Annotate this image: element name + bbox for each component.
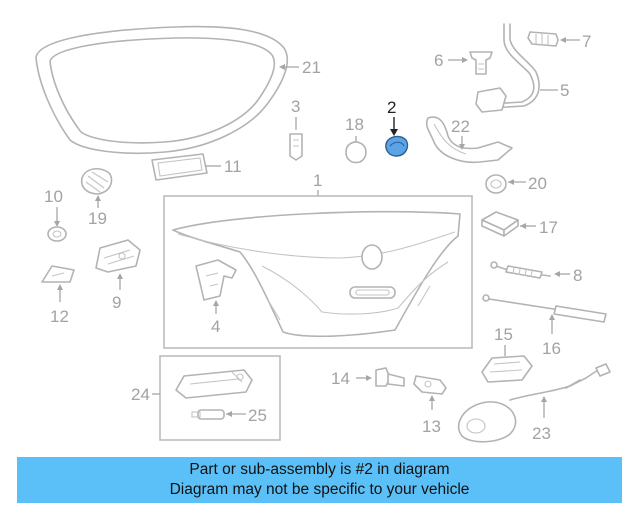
callout-12[interactable]: 12: [50, 307, 69, 326]
part-5-torsion-bar[interactable]: [475, 23, 540, 113]
callout-22[interactable]: 22: [451, 117, 470, 136]
part-16-lift-support[interactable]: [482, 294, 607, 323]
arrow-8: [554, 271, 560, 277]
part-1-frame: [163, 195, 473, 349]
part-24-handle[interactable]: [175, 369, 253, 399]
arrow-25: [226, 411, 232, 417]
arrow-21: [279, 64, 285, 70]
arrow-7: [560, 37, 566, 43]
callout-9[interactable]: 9: [112, 293, 121, 312]
arrow-6: [462, 57, 468, 63]
callout-5[interactable]: 5: [560, 81, 569, 100]
callout-3[interactable]: 3: [291, 97, 300, 116]
callout-19[interactable]: 19: [88, 209, 107, 228]
arrow-14: [366, 375, 372, 381]
part-12-bracket[interactable]: [41, 265, 75, 283]
part-21-weatherstrip[interactable]: [35, 25, 288, 155]
info-banner: Part or sub-assembly is #2 in diagram Di…: [17, 457, 622, 503]
arrow-16: [549, 314, 555, 320]
part-3-clip[interactable]: [289, 133, 303, 161]
banner-line-1: Part or sub-assembly is #2 in diagram: [189, 461, 450, 478]
callout-10[interactable]: 10: [44, 187, 63, 206]
inset-24-frame: [159, 355, 281, 441]
callout-7[interactable]: 7: [582, 32, 591, 51]
part-4-bracket[interactable]: [195, 259, 237, 301]
arrow-22: [459, 144, 465, 150]
callout-11[interactable]: 11: [224, 157, 242, 176]
callout-13[interactable]: 13: [422, 417, 441, 436]
callout-25[interactable]: 25: [248, 406, 267, 425]
part-22-hinge[interactable]: [425, 116, 513, 164]
part-11-license-lamp-bezel[interactable]: [151, 153, 208, 181]
arrow-13: [429, 395, 435, 401]
part-15-lamp[interactable]: [481, 355, 533, 383]
part-1-trunk-lid[interactable]: [172, 210, 461, 338]
part-23-camera[interactable]: [457, 363, 611, 443]
arrow-17: [520, 223, 526, 229]
arrow-10: [54, 221, 60, 227]
callout-18[interactable]: 18: [345, 115, 364, 134]
part-2-highlighted[interactable]: [385, 135, 409, 157]
part-10-grommet[interactable]: [47, 226, 67, 242]
callout-14[interactable]: 14: [331, 369, 350, 388]
part-7-screw[interactable]: [527, 31, 559, 47]
callout-21[interactable]: 21: [302, 58, 321, 77]
part-18-bumper[interactable]: [345, 141, 367, 164]
callout-17[interactable]: 17: [539, 218, 558, 237]
part-20-bumper[interactable]: [485, 174, 507, 194]
part-17-pad[interactable]: [481, 211, 519, 237]
part-14-bolt[interactable]: [375, 367, 405, 387]
part-19-cover[interactable]: [80, 168, 113, 195]
arrow-23: [541, 396, 547, 402]
part-6-fastener[interactable]: [469, 51, 493, 75]
callout-16[interactable]: 16: [542, 339, 561, 358]
callout-2[interactable]: 2: [387, 98, 396, 117]
arrow-2: [390, 129, 398, 136]
banner-line-2: Diagram may not be specific to your vehi…: [169, 481, 470, 498]
callout-15[interactable]: 15: [494, 325, 513, 344]
callout-20[interactable]: 20: [528, 174, 547, 193]
callout-23[interactable]: 23: [532, 424, 551, 443]
arrow-4: [213, 300, 219, 306]
arrow-9: [117, 273, 123, 279]
part-13-striker[interactable]: [413, 375, 447, 395]
callout-4[interactable]: 4: [211, 317, 220, 336]
callout-1[interactable]: 1: [313, 171, 322, 190]
part-25-switch[interactable]: [191, 409, 225, 420]
arrow-12: [57, 284, 63, 290]
callout-24[interactable]: 24: [131, 385, 150, 404]
callout-8[interactable]: 8: [573, 266, 582, 285]
part-9-latch[interactable]: [95, 239, 141, 273]
callout-6[interactable]: 6: [434, 51, 443, 70]
arrow-20: [508, 179, 514, 185]
part-8-cable[interactable]: [490, 261, 551, 279]
arrow-19: [95, 195, 101, 201]
